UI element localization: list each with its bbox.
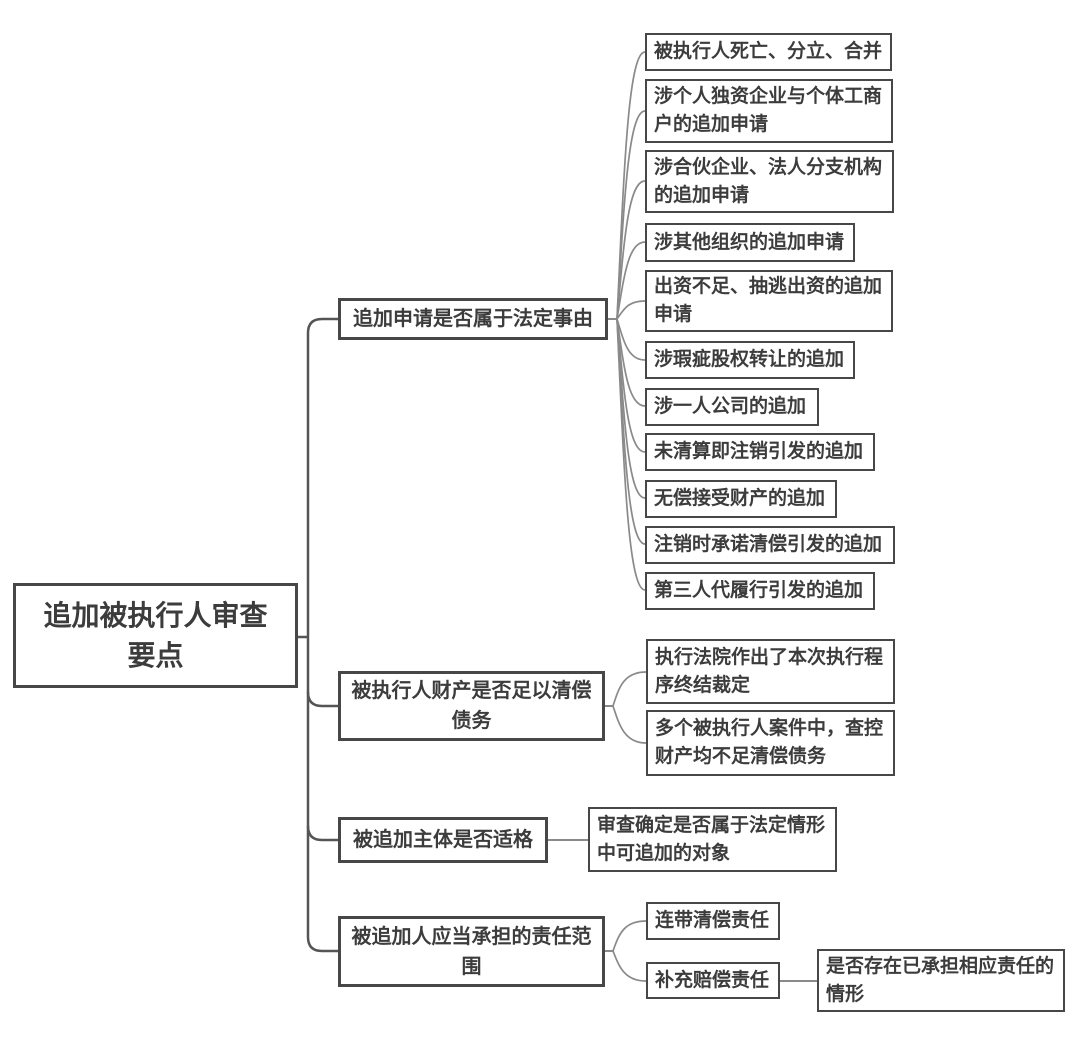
connector-b1-leaf3 <box>616 180 646 320</box>
connector-b1-leaf2 <box>616 110 646 320</box>
connector-b1-leaf5 <box>616 300 646 320</box>
connector-b1-leaf4 <box>616 241 646 320</box>
leaf-partnership-branch: 涉合伙企业、法人分支机构的追加申请 <box>645 150 894 213</box>
connector-b4-child1 <box>612 920 647 952</box>
leaf-joint-liability: 连带清偿责任 <box>646 902 780 940</box>
leaf-promise-to-pay-on-cancellation: 注销时承诺清偿引发的追加 <box>645 526 895 564</box>
leaf-death-split-merge: 被执行人死亡、分立、合并 <box>645 33 892 71</box>
leaf-liability-already-borne: 是否存在已承担相应责任的情形 <box>817 949 1065 1012</box>
branch-property-sufficiency: 被执行人财产是否足以清偿债务 <box>338 671 605 741</box>
root-node: 追加被执行人审查要点 <box>13 583 298 688</box>
leaf-insufficient-capital: 出资不足、抽逃出资的追加申请 <box>645 270 893 332</box>
leaf-sole-proprietorship: 涉个人独资企业与个体工商户的追加申请 <box>645 79 893 143</box>
leaf-multiple-debtors: 多个被执行人案件中，查控财产均不足清偿债务 <box>646 710 895 776</box>
leaf-defective-equity-transfer: 涉瑕疵股权转让的追加 <box>645 341 855 379</box>
connector-elbow-branch3 <box>306 825 338 842</box>
leaf-one-person-company: 涉一人公司的追加 <box>645 388 819 426</box>
connector-b1-leaf11 <box>616 318 646 591</box>
branch-subject-qualification: 被追加主体是否适格 <box>338 817 548 863</box>
leaf-supplementary-liability: 补充赔偿责任 <box>646 962 780 999</box>
leaf-gratuitous-property: 无偿接受财产的追加 <box>645 480 837 518</box>
branch-legal-causes: 追加申请是否属于法定事由 <box>338 298 608 340</box>
branch-liability-scope: 被追加人应当承担的责任范围 <box>338 916 605 987</box>
connector-trunk <box>306 317 338 953</box>
leaf-third-party-performance: 第三人代履行引发的追加 <box>645 572 875 610</box>
connector-b4-child2 <box>612 950 647 982</box>
leaf-cancellation-without-liquidation: 未清算即注销引发的追加 <box>645 433 875 471</box>
connector-b1-leaf6 <box>616 318 646 361</box>
connector-b2-child2 <box>612 705 647 744</box>
connector-b2-child1 <box>612 671 647 707</box>
leaf-termination-ruling: 执行法院作出了本次执行程序终结裁定 <box>646 639 895 704</box>
leaf-other-organizations: 涉其他组织的追加申请 <box>645 223 855 262</box>
leaf-statutory-target: 审查确定是否属于法定情形中可追加的对象 <box>588 807 837 872</box>
connector-elbow-branch2 <box>306 691 338 708</box>
